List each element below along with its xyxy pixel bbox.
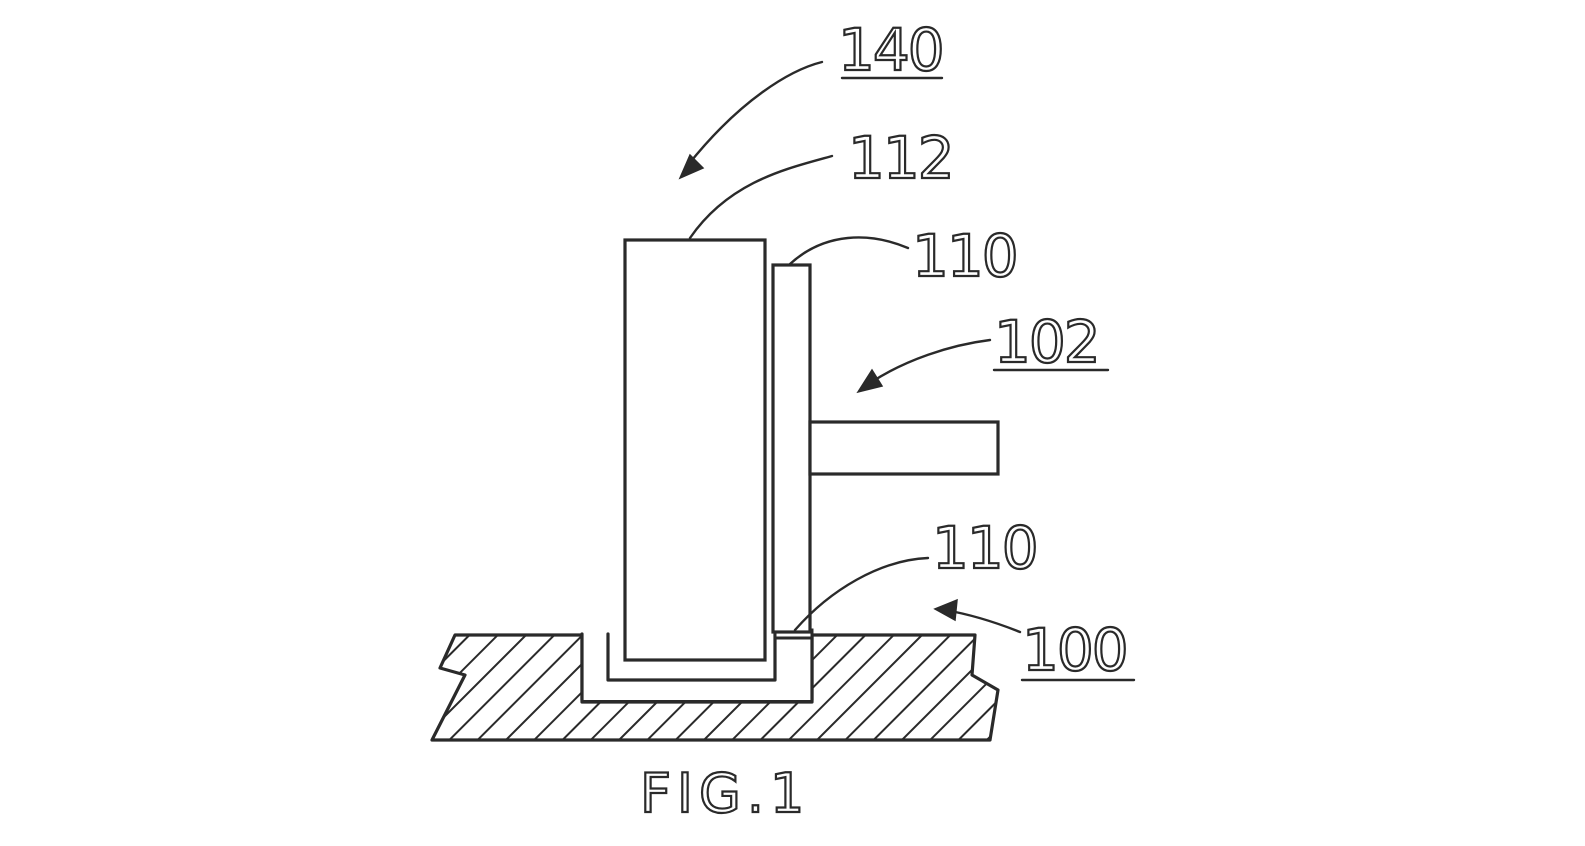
arrowhead-100-icon bbox=[933, 598, 958, 622]
label-100: 100 bbox=[1022, 616, 1127, 684]
label-102: 102 bbox=[994, 308, 1099, 376]
arrowhead-102-icon bbox=[856, 368, 884, 394]
label-112: 112 bbox=[848, 124, 953, 192]
leader-140 bbox=[686, 60, 824, 167]
bracket-102 bbox=[808, 420, 1000, 476]
block-112 bbox=[623, 238, 767, 662]
adhesive-lower-outline bbox=[606, 632, 777, 682]
recess-outline bbox=[580, 632, 814, 704]
leader-112 bbox=[688, 154, 834, 240]
leader-lines bbox=[678, 60, 1022, 634]
plate-110 bbox=[771, 263, 812, 634]
reference-labels: 140 112 110 102 110 100 bbox=[837, 15, 1136, 685]
leader-110-top bbox=[788, 236, 910, 266]
label-140: 140 bbox=[838, 16, 943, 84]
label-110-bottom: 110 bbox=[932, 514, 1037, 582]
leader-110-bottom bbox=[793, 556, 930, 632]
label-110-top: 110 bbox=[912, 222, 1017, 290]
figure-caption: FIG.1 bbox=[640, 762, 810, 825]
leader-102 bbox=[868, 338, 992, 385]
arrowhead-140-icon bbox=[678, 153, 705, 180]
